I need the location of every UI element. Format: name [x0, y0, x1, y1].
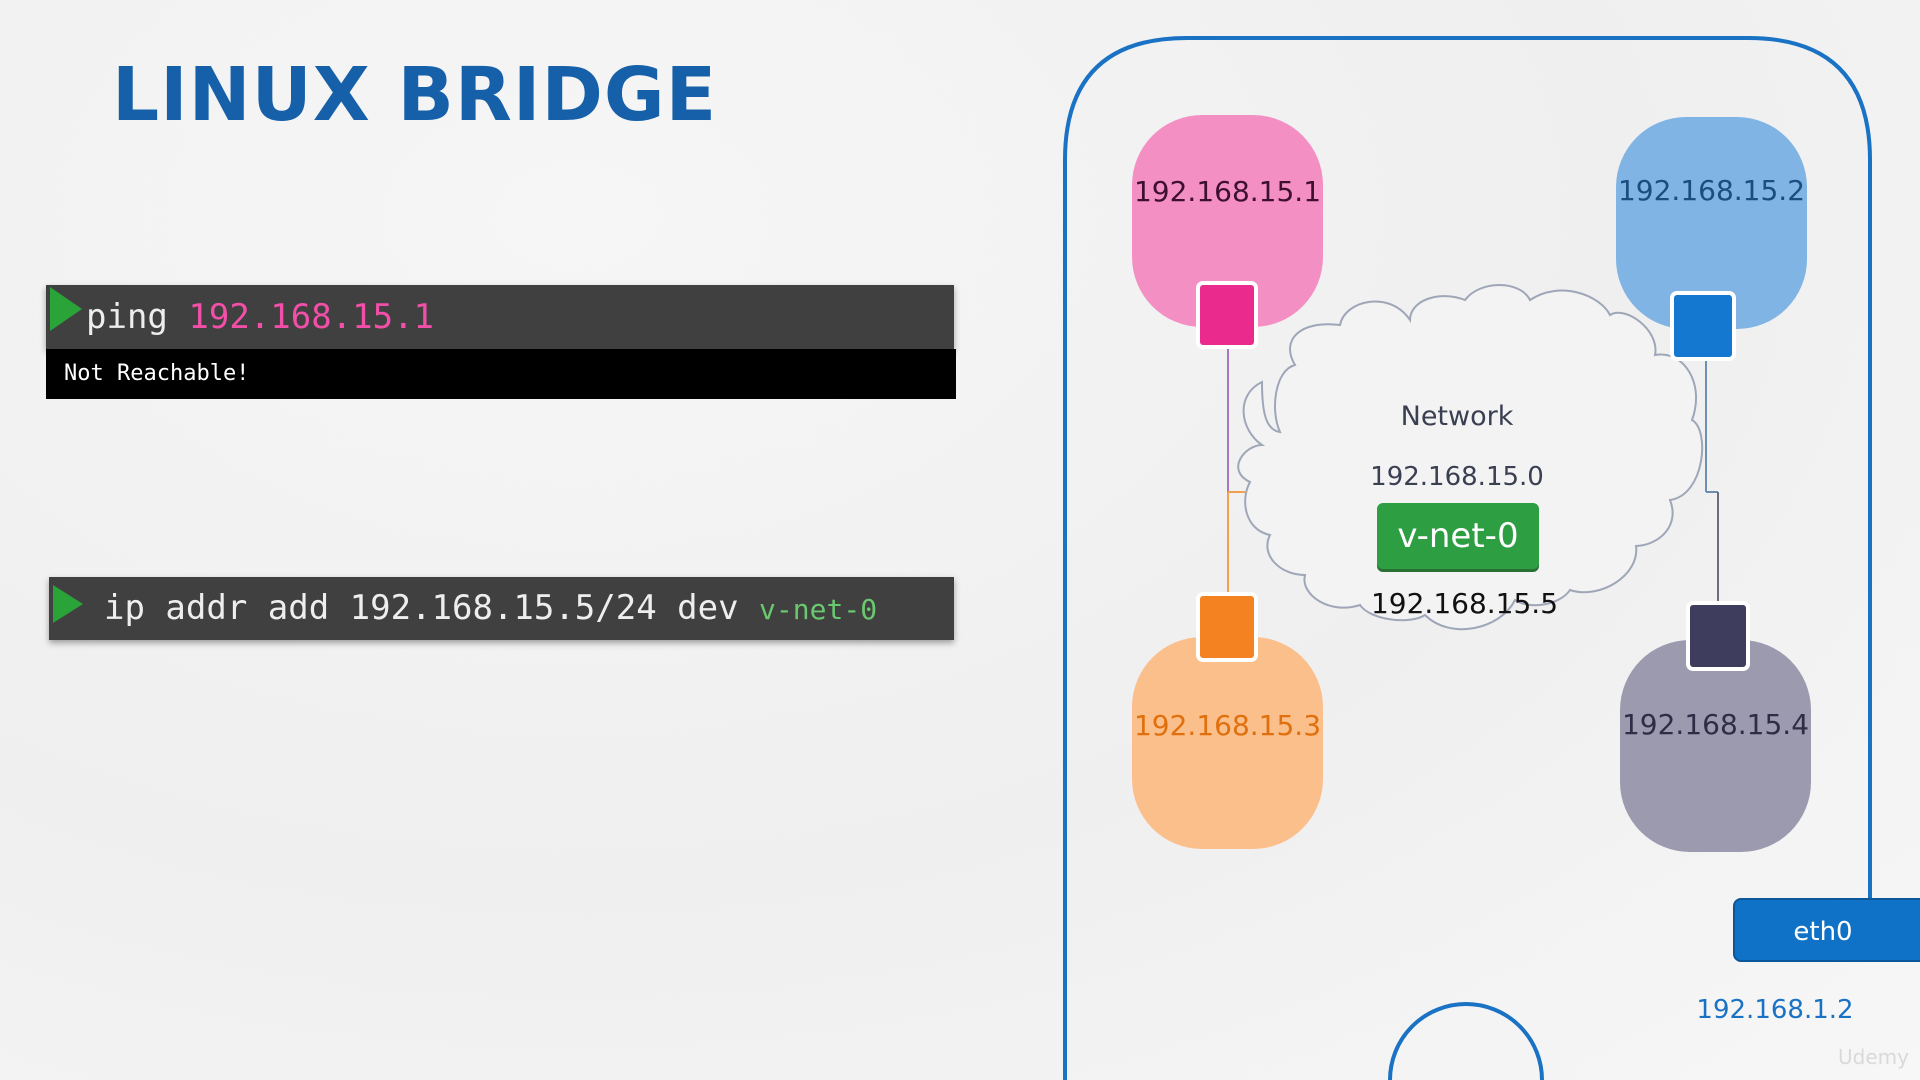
- udemy-watermark: Udemy: [1838, 1045, 1909, 1069]
- ping-command: ping 192.168.15.1: [86, 285, 434, 349]
- network-cloud: [1237, 284, 1704, 631]
- ip-addr-dev-arg: v-net-0: [759, 593, 878, 626]
- namespace-3-ip: 192.168.15.3: [1133, 709, 1322, 742]
- port-ns3: [1196, 592, 1258, 662]
- terminal-ping: ping 192.168.15.1: [46, 285, 954, 349]
- host-bottom-circle: [1388, 1002, 1544, 1080]
- port-ns2: [1670, 291, 1736, 361]
- terminal-ip-addr: ip addr add 192.168.15.5/24 dev v-net-0: [49, 577, 954, 640]
- ip-addr-cmd-text: ip addr add 192.168.15.5/24 dev: [104, 588, 739, 628]
- eth0-ip: 192.168.1.2: [1696, 995, 1854, 1025]
- ping-target-ip: 192.168.15.1: [188, 297, 435, 337]
- network-label: Network: [1400, 401, 1514, 432]
- prompt-play-icon: [50, 287, 82, 331]
- bridge-v-net-0: v-net-0: [1377, 503, 1539, 569]
- prompt-play-icon: [53, 585, 83, 623]
- host-boundary: [1063, 36, 1872, 1080]
- eth0-interface: eth0: [1733, 898, 1920, 962]
- port-ns4: [1686, 601, 1750, 671]
- namespace-4: [1620, 640, 1811, 852]
- bridge-ip: 192.168.15.5: [1370, 587, 1559, 620]
- namespace-1: [1132, 115, 1323, 327]
- port-ns1: [1196, 281, 1258, 349]
- ping-output-text: Not Reachable!: [64, 361, 250, 386]
- namespace-2-ip: 192.168.15.2: [1617, 174, 1806, 207]
- network-subnet: 192.168.15.0: [1370, 462, 1544, 492]
- terminal-output: Not Reachable!: [46, 349, 956, 399]
- slide-title: LINUX BRIDGE: [112, 52, 718, 138]
- namespace-1-ip: 192.168.15.1: [1133, 175, 1322, 208]
- ping-cmd-text: ping: [86, 297, 168, 337]
- namespace-4-ip: 192.168.15.4: [1621, 708, 1810, 741]
- namespace-2: [1616, 117, 1807, 329]
- ip-addr-command: ip addr add 192.168.15.5/24 dev v-net-0: [104, 577, 877, 641]
- namespace-3: [1132, 637, 1323, 849]
